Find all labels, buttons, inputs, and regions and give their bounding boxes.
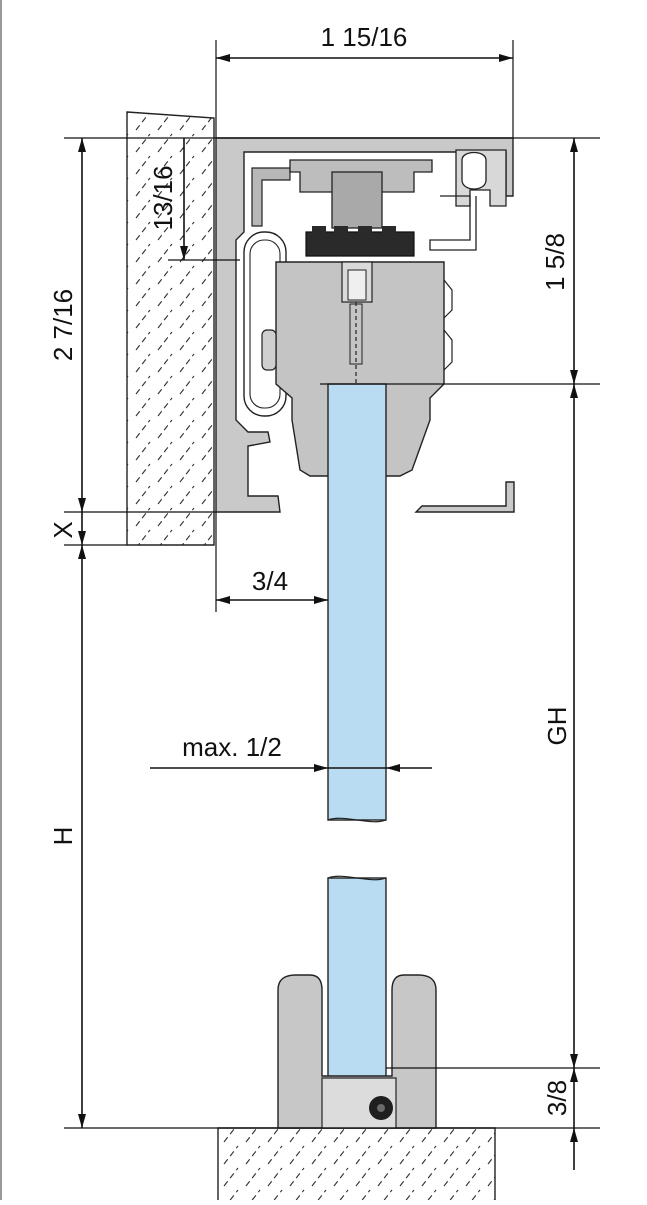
glass-clamp-body bbox=[261, 261, 453, 477]
floor-guide bbox=[277, 974, 437, 1129]
carriage-top-plate bbox=[289, 159, 433, 229]
dim-label-top-offset: 13/16 bbox=[148, 165, 178, 230]
dimension-lines bbox=[64, 40, 600, 1170]
roller-wheel bbox=[305, 226, 415, 257]
glass-panel-upper bbox=[327, 383, 387, 823]
dim-label-glass-thickness: max. 1/2 bbox=[182, 732, 282, 762]
dim-label-glass-height: GH bbox=[542, 707, 572, 746]
dim-label-gap: X bbox=[48, 521, 78, 538]
dim-label-glass-offset: 3/4 bbox=[252, 566, 288, 596]
dim-label-floor-gap: 3/8 bbox=[542, 1080, 572, 1116]
ceiling-wall bbox=[126, 111, 215, 546]
dim-label-track-to-glass: 1 5/8 bbox=[540, 233, 570, 291]
dim-label-track-width: 1 15/16 bbox=[321, 22, 408, 52]
dim-label-total-height: H bbox=[48, 827, 78, 846]
floor-block bbox=[217, 1127, 496, 1200]
glass-panel-lower bbox=[327, 875, 387, 1079]
dim-label-track-height-total: 2 7/16 bbox=[48, 289, 78, 361]
